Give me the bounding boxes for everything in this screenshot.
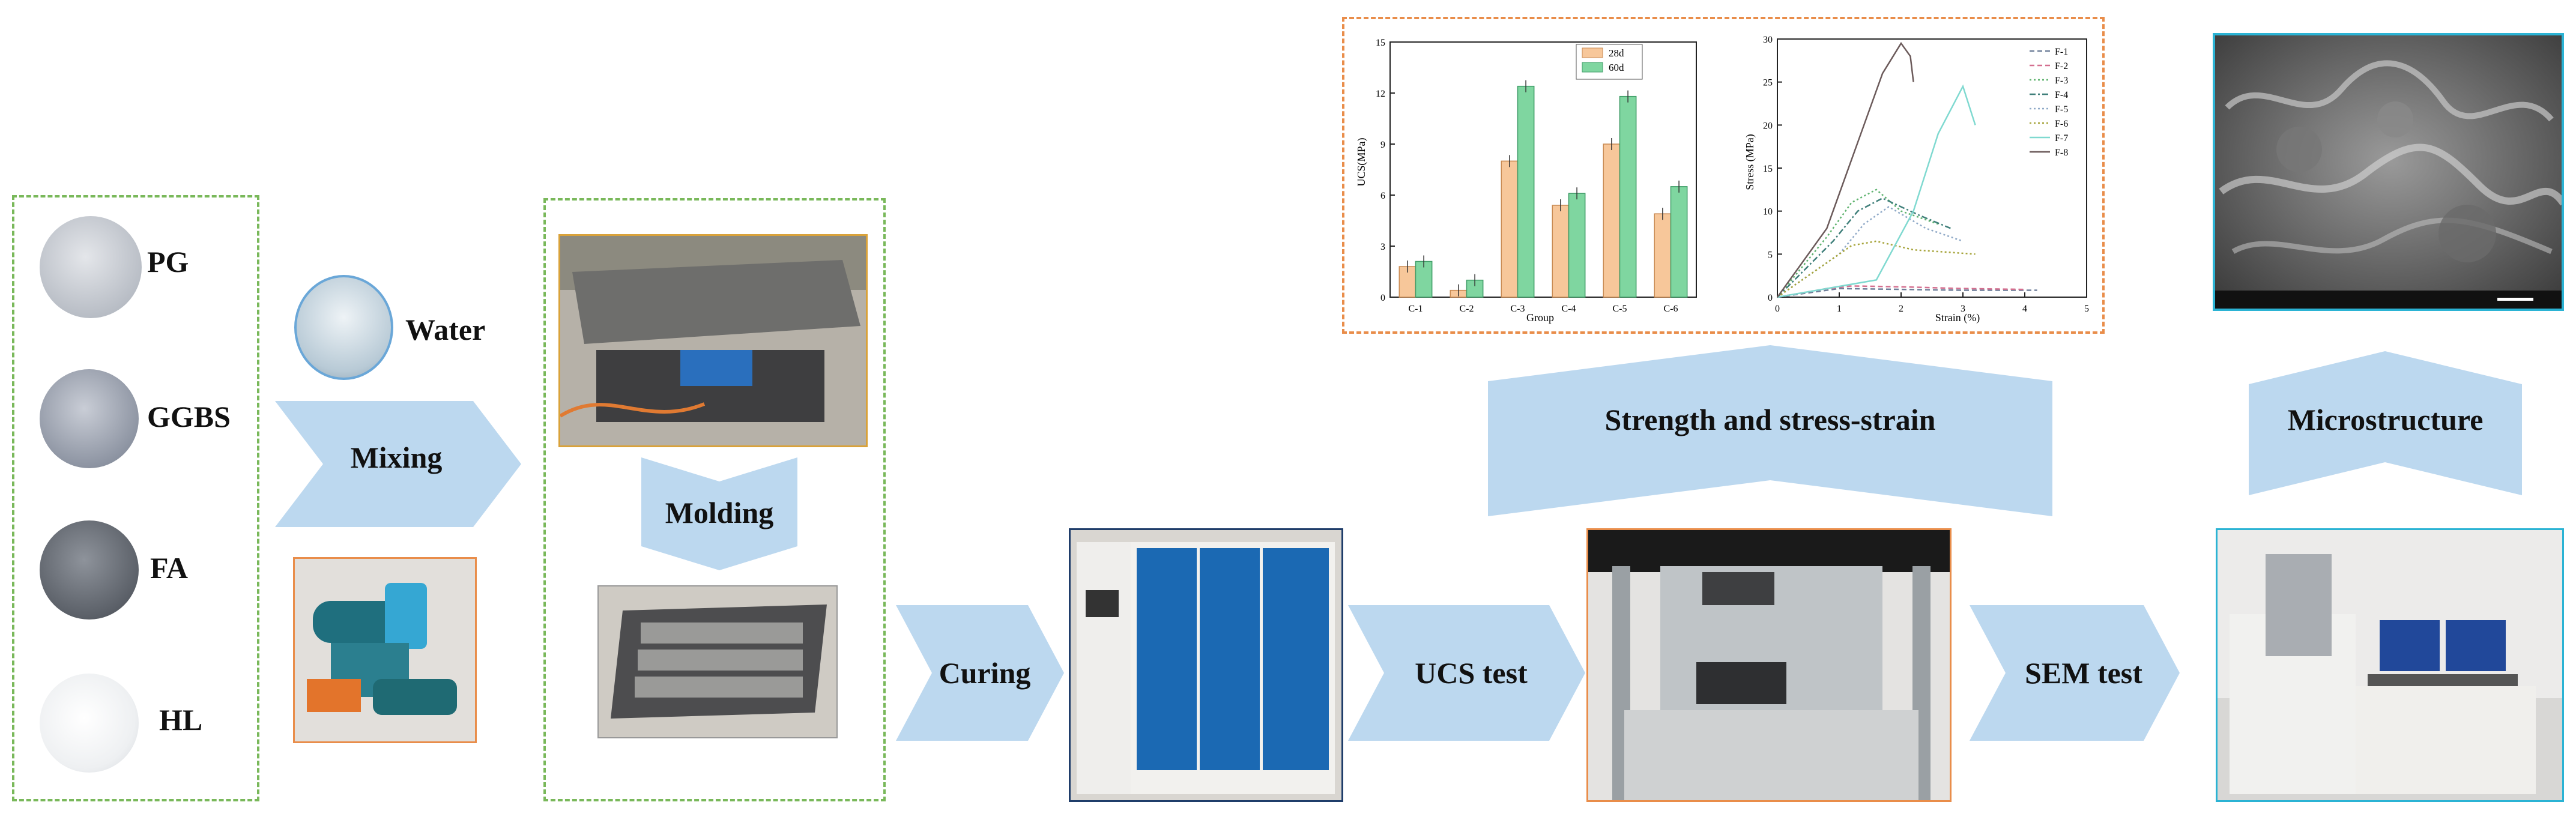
bar-legend-label-28d: 28d [1609,47,1624,59]
bar-60d-C-3 [1517,85,1535,298]
triple-mold-photo [597,585,838,738]
line-y-tick-label: 0 [1768,293,1773,303]
bar-28d-C-4 [1552,205,1570,298]
bar-y-tick-label: 12 [1376,89,1385,99]
line-legend-label-F-1: F-1 [2055,47,2068,57]
bar-28d-C-3 [1501,160,1519,298]
sem-micrograph [2213,33,2564,311]
fa-sample-photo [40,520,139,620]
ucs-bar-chart: UCS(MPa) Group 0 3 6 9 12 15C-1 C-2 C-3 C-4 C-5 C-… [1355,38,1697,324]
ucs-test-arrow [1348,605,1585,741]
line-series-F-4 [1777,197,1951,298]
molding-group [543,198,886,801]
line-y-tick-label: 10 [1763,207,1773,217]
bar-60d-C-6 [1670,186,1688,298]
stress-strain-chart: Stress (MPa) Strain (%) 0 5 10 15 20 25 30 0 1 2 3… [1744,35,2089,324]
strength-arrow [1488,345,2052,516]
charts-panel [1342,17,2105,334]
hl-label: HL [159,703,203,737]
ggbs-label: GGBS [147,400,231,433]
fa-label: FA [150,551,188,585]
bar-x-tick-label: C-2 [1460,304,1474,314]
line-x-axis-label: Strain (%) [1935,312,1980,324]
water-label: Water [405,313,486,346]
line-y-tick-label: 20 [1763,121,1773,131]
pg-sample-photo [40,216,142,318]
line-legend-label-F-4: F-4 [2055,90,2068,100]
bar-60d-C-4 [1568,193,1586,298]
line-series-F-3 [1777,188,1939,298]
ggbs-sample-photo [40,369,139,468]
line-y-tick-label: 25 [1763,78,1773,88]
curing-box-photo [1069,528,1343,802]
sem-test-arrow [1970,605,2180,741]
bar-y-axis-label: UCS(MPa) [1355,137,1368,186]
line-x-tick-label: 4 [2022,304,2027,314]
line-series-F-5 [1777,206,1964,298]
line-y-tick-label: 15 [1763,164,1773,174]
line-series-F-8 [1776,41,1914,298]
bar-legend-swatch-60d [1582,62,1603,73]
line-series-F-1 [1777,288,2037,298]
bar-legend-swatch-28d [1582,47,1603,58]
microstructure-arrow [2249,351,2522,495]
line-x-tick-label: 5 [2084,304,2089,314]
bar-y-tick-label: 3 [1380,242,1385,252]
molding-arrow [641,457,797,570]
line-series-F-6 [1777,240,1976,298]
molding-label: Molding [665,496,774,529]
line-series-F-7 [1777,84,1976,298]
curing-label: Curing [939,656,1031,690]
testing-machine-photo [1586,528,1952,802]
bar-28d-C-1 [1398,266,1416,298]
bar-x-axis-label: Group [1526,312,1554,324]
mixing-label: Mixing [350,441,443,474]
vibration-table-photo [558,234,868,447]
sem-test-label: SEM test [2025,656,2142,690]
line-legend-label-F-8: F-8 [2055,148,2068,158]
sem-instrument-photo [2216,528,2564,802]
bar-y-tick-label: 9 [1380,140,1385,150]
line-legend-label-F-2: F-2 [2055,61,2068,71]
line-legend-label-F-3: F-3 [2055,76,2068,86]
line-x-tick-label: 0 [1775,304,1780,314]
bar-y-tick-label: 6 [1380,191,1385,201]
line-x-tick-label: 3 [1961,304,1965,314]
bar-legend-label-60d: 60d [1609,62,1624,73]
strength-label: Strength and stress-strain [1604,403,1936,436]
line-y-axis-label: Stress (MPa) [1744,134,1756,190]
mixing-arrow [275,401,521,527]
hl-sample-photo [40,674,139,773]
mixer-photo [293,557,477,743]
bar-x-tick-label: C-3 [1511,304,1525,314]
bar-plot-frame [1389,41,1697,298]
pg-label: PG [147,245,189,279]
line-x-tick-label: 2 [1899,304,1903,314]
line-legend-label-F-6: F-6 [2055,119,2068,129]
bar-x-tick-label: C-6 [1664,304,1678,314]
bar-28d-C-5 [1603,143,1621,298]
curing-arrow [896,605,1064,741]
line-y-tick-label: 5 [1768,250,1773,260]
bar-y-tick-label: 0 [1380,293,1385,303]
line-legend-label-F-5: F-5 [2055,104,2068,115]
line-y-tick-label: 30 [1763,35,1773,45]
line-legend-label-F-7: F-7 [2055,133,2068,143]
line-plot-frame [1777,38,2087,298]
bar-x-tick-label: C-5 [1613,304,1627,314]
materials-group [12,195,259,801]
bar-60d-C-5 [1619,95,1637,298]
microstructure-label: Microstructure [2287,403,2484,436]
bar-x-tick-label: C-4 [1562,304,1576,314]
ucs-test-label: UCS test [1415,656,1528,690]
line-x-tick-label: 1 [1837,304,1842,314]
water-beaker-photo [294,275,393,380]
bar-28d-C-6 [1654,213,1672,298]
bar-x-tick-label: C-1 [1409,304,1423,314]
bar-y-tick-label: 15 [1376,38,1385,48]
